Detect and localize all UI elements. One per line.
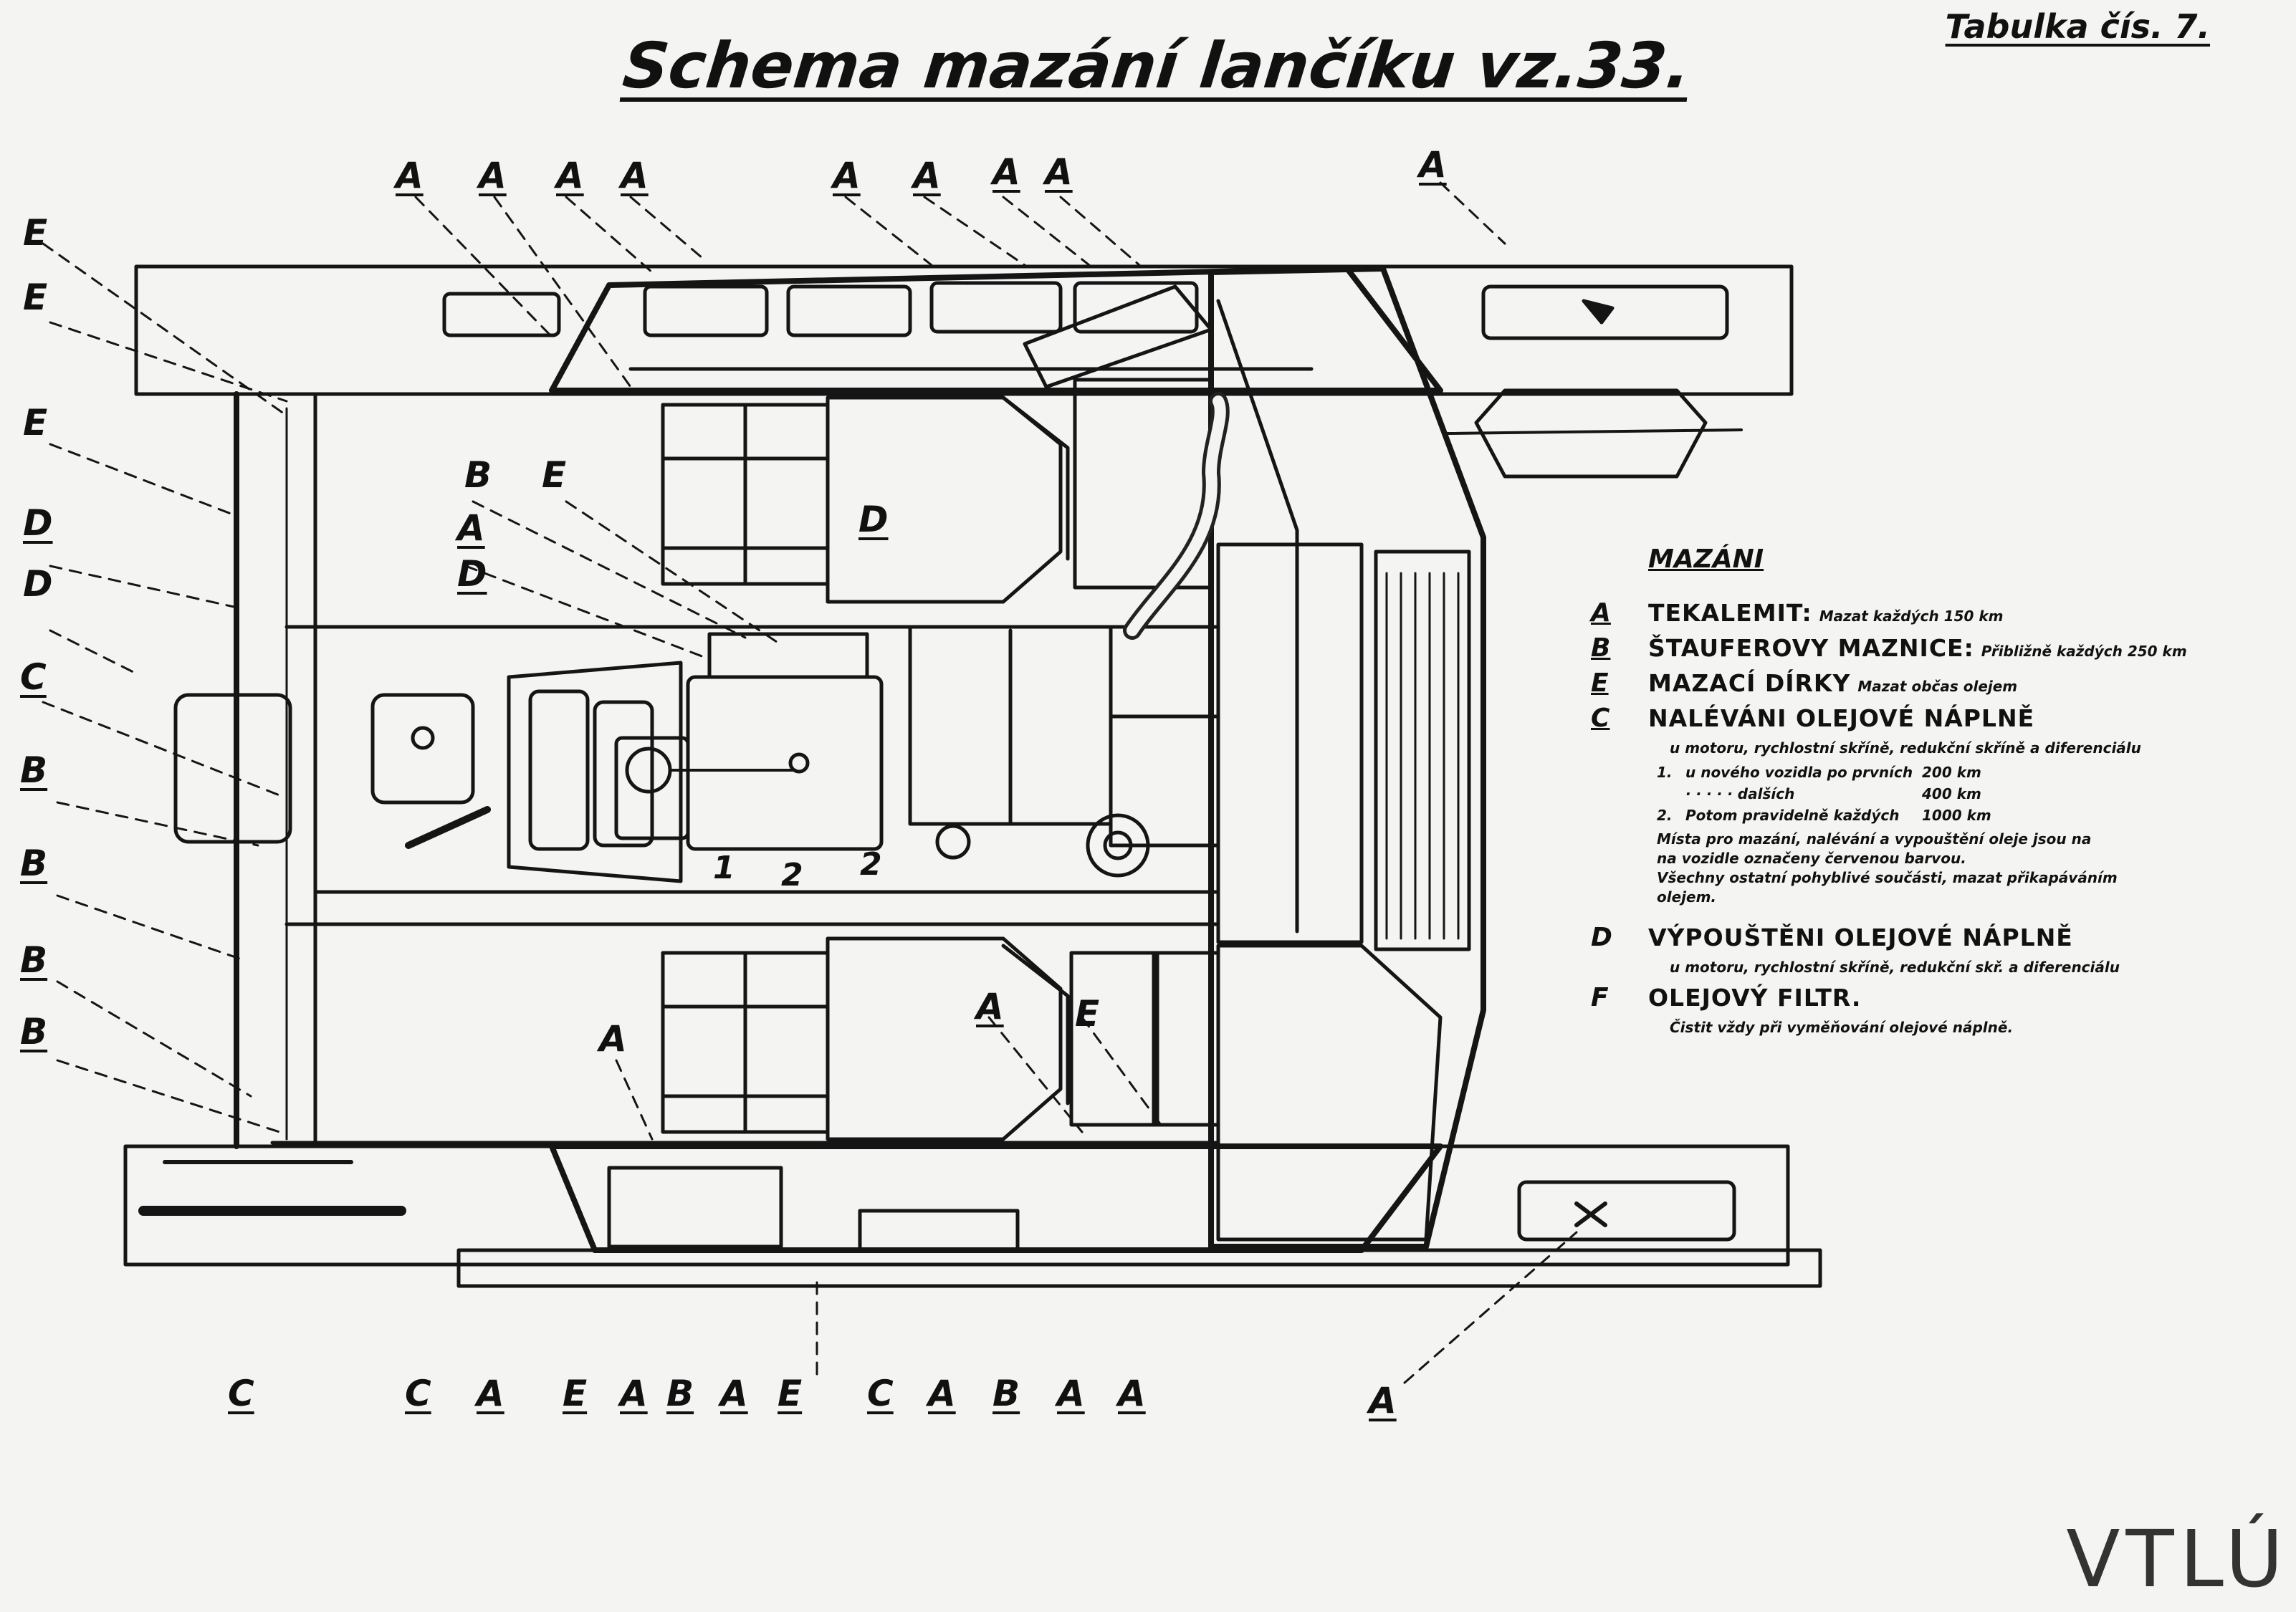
callout-top-a: A [396, 155, 424, 196]
schedule-index: 2. [1657, 807, 1673, 824]
callout-bottom-a: A [1118, 1373, 1146, 1414]
callout-inner-b: B [464, 454, 492, 496]
legend-name: VÝPOUŠTĚNI OLEJOVÉ NÁPLNĚ [1648, 923, 2073, 951]
callout-left-b: B [20, 749, 48, 791]
legend-name: NALÉVÁNI OLEJOVÉ NÁPLNĚ [1648, 704, 2035, 732]
callout-left-e: E [23, 277, 48, 318]
legend-c-note: olejem. [1657, 888, 1717, 906]
legend-c-subtext: u motoru, rychlostní skříně, redukční sk… [1670, 739, 2141, 757]
callout-left-b: B [20, 843, 48, 884]
callout-bottom-b: B [992, 1373, 1020, 1414]
schedule-index [1657, 785, 1685, 802]
lower-track [123, 1143, 1822, 1288]
callout-inner-d: D [457, 553, 487, 595]
callout-bottom-a: A [720, 1373, 748, 1414]
callout-top-a: A [833, 155, 861, 196]
legend-key: F [1591, 983, 1609, 1012]
legend-note: Mazat každých 150 km [1819, 608, 2004, 625]
exhaust-muffler [1446, 388, 1743, 479]
schedule-text: · · · · · dalších [1685, 785, 1795, 802]
callout-inner-a: A [976, 986, 1004, 1027]
legend-heading: MAZÁNI [1648, 544, 1764, 574]
callout-bottom-a: A [1369, 1380, 1397, 1421]
callout-bottom-e: E [778, 1373, 803, 1414]
callout-inner-a: A [599, 1018, 627, 1060]
plate-number: Tabulka čís. 7. [1945, 7, 2210, 46]
callout-left-d: D [23, 502, 53, 544]
callout-inner-e: E [1075, 993, 1100, 1035]
upper-fuel-tank [661, 284, 1213, 604]
callout-inner-d: D [858, 499, 889, 540]
legend-note: Mazat občas olejem [1857, 678, 2018, 695]
callout-top-a: A [1045, 151, 1073, 193]
callout-small-number: 2 [860, 846, 882, 883]
legend-name: OLEJOVÝ FILTR. [1648, 984, 1862, 1012]
legend-entry-d: D VÝPOUŠTĚNI OLEJOVÉ NÁPLNĚ [1591, 923, 2236, 952]
callout-bottom-c: C [228, 1373, 254, 1414]
callout-top-a: A [992, 151, 1020, 193]
callout-bottom-a: A [620, 1373, 648, 1414]
legend-c-note: Všechny ostatní pohyblivé součásti, maza… [1657, 869, 2118, 886]
legend-d-subtext: u motoru, rychlostní skříně, redukční sk… [1670, 959, 2120, 976]
callout-top-a: A [479, 155, 507, 196]
oil-filter-marker [1574, 299, 1615, 1227]
callout-top-a: A [556, 155, 584, 196]
schedule-index: 1. [1657, 764, 1673, 781]
callout-small-number: 1 [713, 850, 735, 886]
callout-left-e: E [23, 402, 48, 443]
legend-entry-a: A TEKALEMIT: Mazat každých 150 km [1591, 598, 2236, 628]
legend-entry-f: F OLEJOVÝ FILTR. [1591, 983, 2236, 1012]
legend-name: MAZACÍ DÍRKY [1648, 669, 1851, 697]
callout-bottom-c: C [867, 1373, 894, 1414]
legend-c-schedule-row: · · · · · dalších 400 km [1657, 785, 2236, 802]
callout-top-a: A [1419, 144, 1447, 186]
callout-bottom-c: C [405, 1373, 431, 1414]
front-armor [1208, 266, 1486, 1249]
legend-key: E [1591, 668, 1609, 698]
lubrication-legend: MAZÁNI A TEKALEMIT: Mazat každých 150 km… [1591, 544, 2236, 1043]
callout-inner-e: E [542, 454, 567, 496]
engine-assembly [370, 392, 1230, 883]
callout-top-a: A [621, 155, 649, 196]
callout-left-e: E [23, 212, 48, 254]
legend-key: D [1591, 923, 1612, 952]
legend-key: A [1591, 598, 1611, 628]
schedule-value: 400 km [1922, 785, 1981, 802]
legend-entry-b: B ŠTAUFEROVY MAZNICE: Přibližně každých … [1591, 633, 2236, 663]
callout-bottom-b: B [666, 1373, 694, 1414]
callout-inner-a: A [457, 507, 485, 549]
callout-small-number: 2 [781, 857, 803, 893]
lower-fuel-tank [661, 936, 1220, 1141]
callout-left-b: B [20, 939, 48, 981]
legend-name: ŠTAUFEROVY MAZNICE: [1648, 634, 1974, 662]
schedule-text: Potom pravidelně každých [1685, 807, 1900, 824]
callout-bottom-e: E [563, 1373, 588, 1414]
legend-c-note: Místa pro mazání, nalévání a vypouštění … [1657, 830, 2092, 848]
upper-track [134, 264, 1794, 396]
callout-bottom-a: A [928, 1373, 956, 1414]
legend-note: Přibližně každých 250 km [1981, 643, 2187, 660]
legend-f-subtext: Čistit vždy při vyměňování olejové nápln… [1670, 1019, 2014, 1036]
leader-lines [42, 181, 1578, 1384]
legend-c-schedule-row: 1. u nového vozidla po prvních 200 km [1657, 764, 2236, 781]
callout-bottom-a: A [477, 1373, 504, 1414]
legend-name: TEKALEMIT: [1648, 599, 1812, 627]
legend-c-schedule-row: 2. Potom pravidelně každých 1000 km [1657, 807, 2236, 824]
legend-key: C [1591, 704, 1610, 733]
schedule-value: 200 km [1922, 764, 1981, 781]
callout-bottom-a: A [1057, 1373, 1085, 1414]
callout-top-a: A [913, 155, 941, 196]
callout-left-b: B [20, 1011, 48, 1052]
legend-c-note: na vozidle označeny červenou barvou. [1657, 850, 1966, 867]
schedule-text: u nového vozidla po prvních [1685, 764, 1913, 781]
archive-stamp: VTLÚ [2066, 1513, 2289, 1605]
callout-left-d: D [23, 563, 53, 605]
legend-key: B [1591, 633, 1611, 663]
callout-left-c: C [20, 656, 47, 698]
schedule-value: 1000 km [1922, 807, 1991, 824]
legend-entry-c: C NALÉVÁNI OLEJOVÉ NÁPLNĚ [1591, 704, 2236, 733]
legend-entry-e: E MAZACÍ DÍRKY Mazat občas olejem [1591, 668, 2236, 698]
